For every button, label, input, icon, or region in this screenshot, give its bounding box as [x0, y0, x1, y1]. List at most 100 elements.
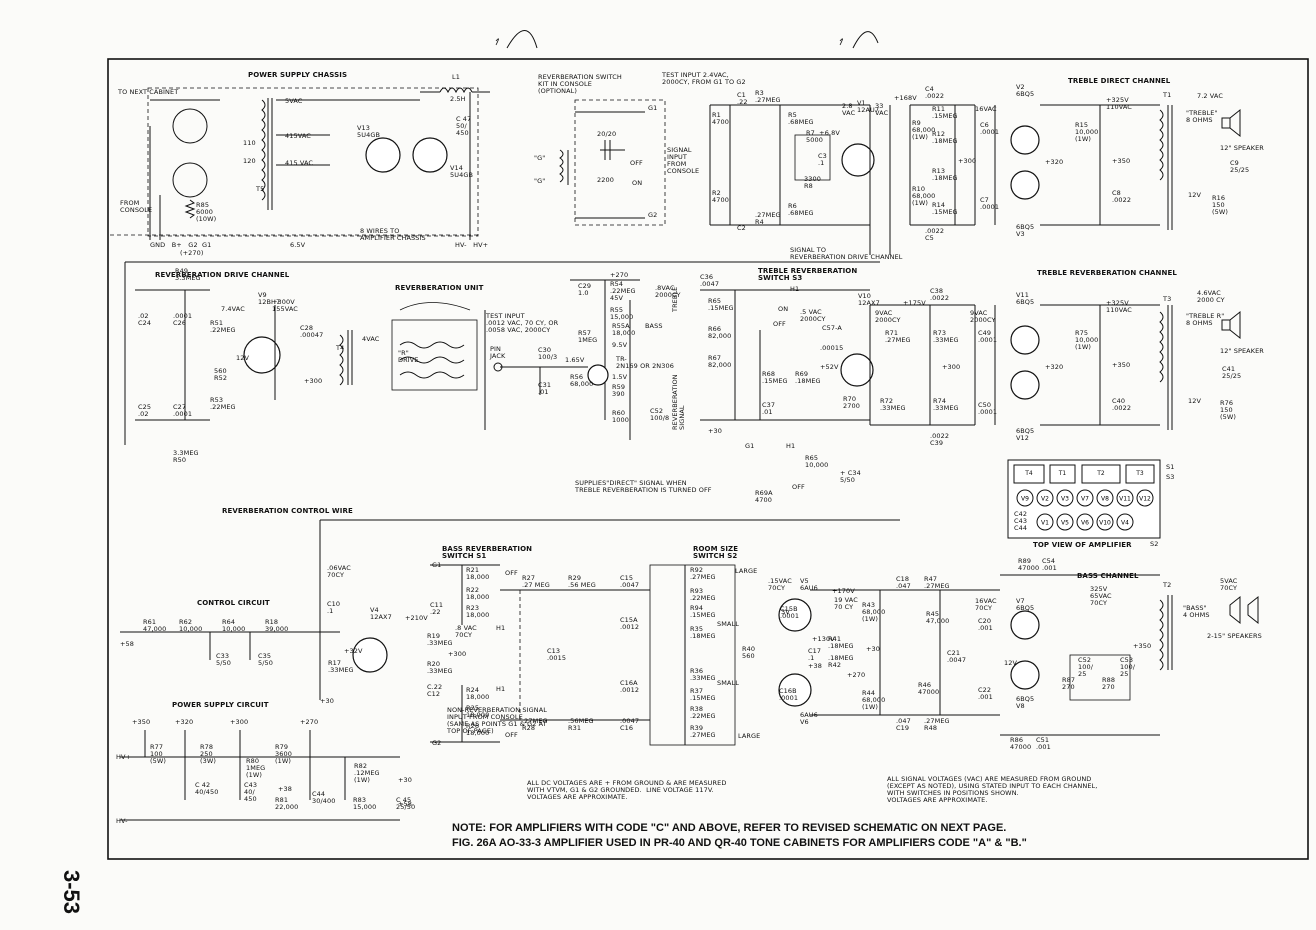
dc-voltage-note: ALL DC VOLTAGES ARE + FROM GROUND & ARE …: [527, 779, 727, 801]
reverb-drive-channel: [124, 261, 880, 445]
tube-socket-label: V12: [1139, 496, 1151, 503]
td-r13: R13 .18MEG: [932, 167, 958, 182]
bc-r44: R44 68,000 (1W): [862, 689, 886, 711]
bc-16vac: 16VAC 70CY: [975, 597, 997, 612]
tube-socket-label: V1: [1041, 520, 1049, 527]
tr-r57: R57 1MEG: [578, 329, 598, 344]
bc-c51: C51 .001: [1036, 736, 1051, 751]
tv-t2: T2: [1097, 470, 1105, 477]
tr-c29: C29 1.0: [578, 282, 592, 297]
bc-19vac: 19 VAC 70 CY: [834, 596, 858, 611]
trr-12-speaker: 12" SPEAKER: [1220, 347, 1264, 355]
td-r16: R16 150 (5W): [1212, 194, 1229, 216]
td-12v: 12V: [1188, 191, 1202, 199]
td-v3: 6BQ5 V3: [1016, 223, 1035, 238]
br-c13: C13 .0015: [547, 647, 567, 662]
speaker-icon: [1229, 595, 1241, 625]
td-r12: R12 .18MEG: [932, 130, 958, 145]
bc-c19: .047 C19: [896, 717, 911, 732]
ps2-r77: R77 100 (5W): [150, 743, 167, 765]
tv-s3: S3: [1166, 473, 1175, 481]
rs-20-20: 20/20: [597, 130, 617, 138]
bc-speakers: 2-15" SPEAKERS: [1207, 632, 1262, 640]
rd-c25: C25 .02: [138, 403, 152, 418]
td-350: +350: [1112, 157, 1131, 165]
cc-r64: R64 10,000: [222, 618, 246, 633]
td-r7: R7 +6.8V 5000: [806, 129, 840, 144]
tube-socket-label: V4: [1121, 520, 1129, 527]
td-t1: T1: [1163, 91, 1172, 99]
tr-c30: C30 100/3: [538, 346, 558, 361]
trr-c39: .0022 C39: [930, 432, 950, 447]
bc-c22: C22 .001: [978, 686, 993, 701]
br-r23: R23 18,000: [466, 604, 490, 619]
trv-r66: R66 82,000: [708, 325, 732, 340]
ps-5vac: 5VAC: [285, 97, 303, 105]
td-r11: R11 .15MEG: [932, 105, 958, 120]
test-input-top: TEST INPUT 2.4VAC, 2000CY, FROM G1 TO G2: [662, 71, 746, 86]
ps2-c43: C43 40/ 450: [244, 781, 258, 803]
trv-r69: R69 .18MEG: [795, 370, 821, 385]
punch-mark: [506, 30, 538, 49]
td-r5: R5 .68MEG: [788, 111, 814, 126]
td-c5: .0022 C5: [925, 227, 945, 242]
punch-mark: [839, 38, 843, 46]
rd-r-drive: "R" DRIVE: [398, 349, 419, 364]
bc-t2: T2: [1163, 581, 1172, 589]
ps-l1: L1: [452, 73, 460, 81]
rd-4vac: 4VAC: [362, 335, 380, 343]
rd-c28: C28 .00047: [300, 324, 324, 339]
to-next-cabinet-label: TO NEXT CABINET: [118, 88, 179, 96]
br-c16a: C16A .0012: [620, 679, 640, 694]
tube-socket-label: V10: [1099, 520, 1111, 527]
tr-9-5v: 9.5V: [612, 341, 628, 349]
from-console-label: FROM CONSOLE: [120, 199, 153, 214]
td-c7: C7 .0001: [980, 196, 1000, 211]
td-2-8vac: 2.8 VAC: [842, 102, 856, 117]
rd-300v: +300V 155VAC: [272, 298, 298, 313]
ps-270: (+270): [180, 249, 204, 257]
power-supply-circuit: [120, 730, 400, 821]
td-c8: C8 .0022: [1112, 189, 1132, 204]
cc-r17: R17 .33MEG: [328, 659, 354, 674]
rd-c26: .0001 C26: [173, 312, 193, 327]
bc-r42: .18MEG R42: [828, 654, 854, 669]
tube-socket-label: V9: [1021, 496, 1029, 503]
bc-c18: C18 .047: [896, 575, 911, 590]
trv-r65b: R65 10,000: [805, 454, 829, 469]
tr-c52: C52 100/8: [650, 407, 670, 422]
rm-r39: R39 .27MEG: [690, 724, 716, 739]
trv-r65: R65 .15MEG: [708, 297, 734, 312]
br-h1b: H1: [496, 685, 506, 693]
power-supply-circuit-title: POWER SUPPLY CIRCUIT: [172, 701, 269, 709]
rs-on: ON: [632, 179, 643, 187]
rd-r52: 560 R52: [214, 367, 228, 382]
br-r19: R19 .33MEG: [427, 632, 453, 647]
trv-52v: +52V: [820, 363, 839, 371]
ps2-hv-minus: HV-: [116, 817, 128, 825]
br-r25: R25 18,000: [466, 704, 490, 719]
punch-mark: [495, 38, 499, 46]
signal-voltage-note: ALL SIGNAL VOLTAGES (VAC) ARE MEASURED F…: [887, 775, 1098, 804]
trr-c50: C50 .0001: [978, 401, 998, 416]
trv-h1: H1: [790, 285, 800, 293]
ps2-300: +300: [230, 718, 249, 726]
br-r29: R29 .56 MEG: [568, 574, 596, 589]
control-circuit-title: CONTROL CIRCUIT: [197, 599, 270, 607]
treble-reverb-switch-title: TREBLE REVERBERATION SWITCH S3: [758, 267, 858, 282]
td-r14: R14 .15MEG: [932, 201, 958, 216]
reverb-switch-kit-title: REVERBERATION SWITCH KIT IN CONSOLE (OPT…: [538, 73, 622, 95]
cc-c35: C35 5/50: [258, 652, 273, 667]
room-size-switch: [649, 564, 736, 746]
trr-320: +320: [1045, 363, 1064, 371]
tube-socket: [1116, 489, 1134, 507]
ps2-58: +58: [398, 800, 413, 808]
supplies-direct-label: SUPPLIES"DIRECT" SIGNAL WHEN TREBLE REVE…: [575, 479, 712, 494]
rm-small: SMALL: [717, 620, 739, 628]
signal-to-reverb: SIGNAL TO REVERBERATION DRIVE CHANNEL: [790, 246, 903, 261]
ps2-c44: C44 30/400: [312, 790, 336, 805]
trr-175v: +175V: [903, 299, 926, 307]
bc-bass-speaker: "BASS" 4 OHMS: [1183, 604, 1210, 619]
